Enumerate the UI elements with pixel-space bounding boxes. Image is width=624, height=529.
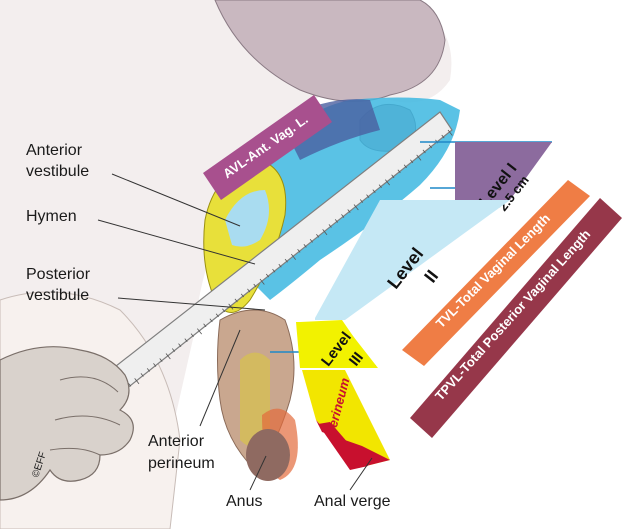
label-anterior-perineum-2: perineum bbox=[148, 455, 215, 472]
label-posterior-vestibule-1: Posterior bbox=[26, 266, 91, 283]
label-anterior-perineum-1: Anterior bbox=[148, 433, 205, 450]
level-3-box: Level III bbox=[296, 320, 378, 370]
perineum-band: Perineum bbox=[302, 370, 390, 470]
label-posterior-vestibule-2: vestibule bbox=[26, 287, 89, 304]
label-anterior-vestibule-2: vestibule bbox=[26, 163, 89, 180]
label-anus: Anus bbox=[226, 493, 262, 510]
label-anterior-vestibule-1: Anterior bbox=[26, 142, 83, 159]
label-hymen: Hymen bbox=[26, 208, 77, 225]
level-2-title-b: II bbox=[420, 266, 442, 286]
label-anal-verge: Anal verge bbox=[314, 493, 391, 510]
anus-illustration bbox=[246, 429, 290, 481]
